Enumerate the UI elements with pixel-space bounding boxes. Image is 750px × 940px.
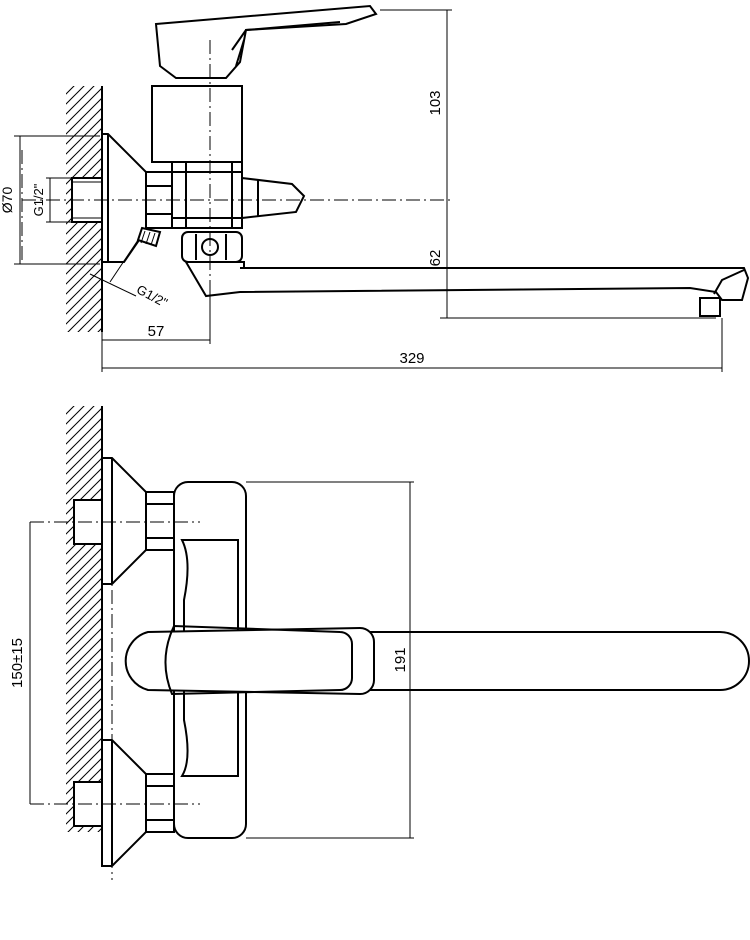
diverter-ring bbox=[181, 231, 243, 263]
top-view: 150±15 191 bbox=[9, 406, 750, 880]
handle-top bbox=[124, 624, 375, 696]
spout-side bbox=[184, 261, 750, 317]
dim-103: 103 bbox=[380, 9, 452, 200]
dim-flange-diameter: Ø70 bbox=[0, 135, 100, 265]
dim-inlet-thread: G1/2" bbox=[31, 177, 72, 223]
dim-inlet-thread-label: G1/2" bbox=[31, 183, 46, 216]
dim-150: 150±15 bbox=[9, 522, 31, 804]
dim-62-label: 62 bbox=[427, 250, 444, 267]
wall-hatch-bottom bbox=[66, 406, 103, 832]
dim-191-label: 191 bbox=[392, 647, 409, 672]
dim-329: 329 bbox=[102, 318, 723, 372]
dim-329-label: 329 bbox=[399, 350, 424, 367]
dim-57-label: 57 bbox=[148, 323, 165, 340]
dim-150-label: 150±15 bbox=[9, 638, 26, 688]
dim-57: 57 bbox=[101, 284, 211, 372]
dim-outlet-thread-label: G1/2" bbox=[134, 282, 170, 311]
angled-connector bbox=[136, 226, 162, 248]
mixer-body-side bbox=[151, 85, 243, 229]
side-view: 103 62 Ø70 G1/2" G1/2" bbox=[0, 4, 750, 372]
dim-103-label: 103 bbox=[427, 90, 444, 115]
dim-191: 191 bbox=[246, 481, 414, 839]
cartridge-cap bbox=[241, 176, 306, 220]
dim-flange-diameter-label: Ø70 bbox=[0, 187, 15, 214]
dim-62: 62 bbox=[427, 200, 716, 319]
handle-lever-side bbox=[154, 4, 378, 79]
